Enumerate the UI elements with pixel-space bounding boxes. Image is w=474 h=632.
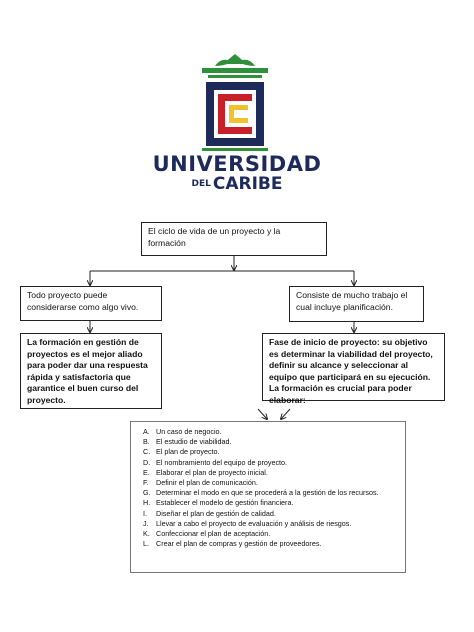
list-item: B. El estudio de viabilidad.	[143, 437, 397, 447]
list-item-text: Crear el plan de compras y gestión de pr…	[156, 539, 322, 549]
list-item-letter: K.	[143, 529, 150, 539]
university-name-caribe: CARIBE	[212, 174, 283, 194]
left-mid-node: Todo proyecto puede considerarse como al…	[20, 286, 162, 321]
list-item-letter: J.	[143, 518, 149, 528]
list-item-text: Determinar el modo en que se procederá a…	[156, 488, 379, 498]
connector-to-list-a	[257, 408, 267, 419]
list-item-text: Establecer el modelo de gestión financie…	[156, 498, 294, 508]
list-item-letter: H.	[143, 498, 151, 508]
list-item: I. Diseñar el plan de gestión de calidad.	[143, 509, 397, 519]
list-item-text: Un caso de negocio.	[156, 427, 222, 436]
list-item: J. Llevar a cabo el proyecto de evaluació…	[143, 519, 397, 529]
list-item-text: Definir el plan de comunicación.	[156, 478, 258, 488]
list-item-text: Confeccionar el plan de aceptación.	[156, 529, 271, 539]
list-item: L. Crear el plan de compras y gestión de …	[143, 539, 397, 549]
list-item-text: Llevar a cabo el proyecto de evaluación …	[156, 518, 352, 528]
list-item-letter: C.	[143, 447, 151, 457]
university-logo	[160, 52, 310, 192]
list-item-letter: L.	[143, 539, 149, 549]
list-item-letter: E.	[143, 467, 150, 477]
list-item: K. Confeccionar el plan de aceptación.	[143, 529, 397, 539]
deliverables-list: A. Un caso de negocio. B. El estudio de via…	[130, 421, 406, 573]
list-item-letter: I.	[143, 508, 147, 518]
list-item: C. El plan de proyecto.	[143, 447, 397, 457]
university-crest-icon	[202, 54, 268, 151]
list-item-letter: B.	[143, 437, 150, 447]
list-item: A. Un caso de negocio.	[143, 427, 397, 437]
list-item-letter: G.	[143, 488, 151, 498]
list-item-text: El estudio de viabilidad.	[156, 437, 232, 447]
list-item-text: El nombramiento del equipo de proyecto.	[156, 457, 288, 467]
list-item-text: Elaborar el plan de proyecto inicial.	[156, 467, 268, 477]
list-item: G. Determinar el modo en que se procederá…	[143, 488, 397, 498]
list-item: E. Elaborar el plan de proyecto inicial.	[143, 468, 397, 478]
list-item-letter: F.	[143, 478, 149, 488]
list-item-text: El plan de proyecto.	[156, 447, 220, 457]
university-name-line1: UNIVERSIDAD	[152, 152, 322, 176]
list-item-letter: A.	[143, 427, 150, 436]
root-node: El ciclo de vida de un proyecto y la for…	[141, 222, 327, 256]
list-item-text: Diseñar el plan de gestión de calidad.	[156, 508, 276, 518]
left-leaf-node: La formación en gestión de proyectos es …	[20, 333, 162, 409]
connector-to-list-b	[281, 408, 291, 419]
list-item: F. Definir el plan de comunicación.	[143, 478, 397, 488]
list-item: H. Establecer el modelo de gestión financ…	[143, 498, 397, 508]
right-leaf-node: Fase de inicio de proyecto: su objetivo …	[262, 333, 445, 405]
list-item: D. El nombramiento del equipo de proyecto…	[143, 458, 397, 468]
right-mid-node: Consiste de mucho trabajo el cual incluy…	[289, 286, 424, 322]
university-name-del: DEL	[191, 179, 211, 189]
list-item-letter: D.	[143, 457, 151, 467]
